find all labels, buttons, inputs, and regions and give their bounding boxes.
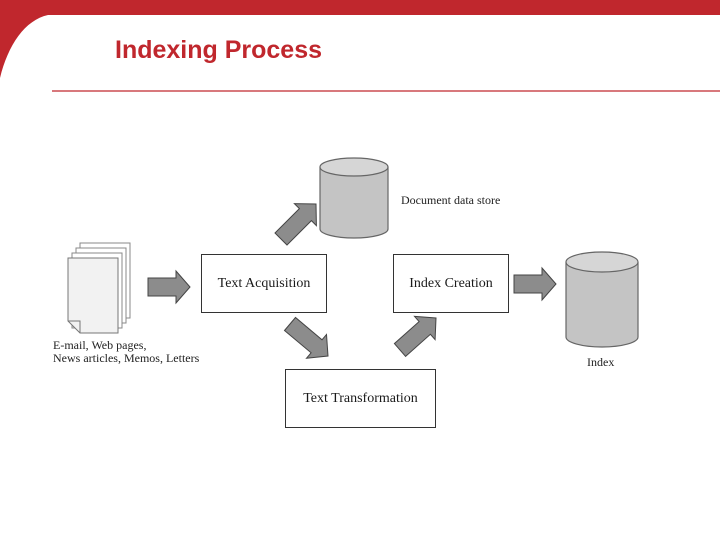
index-cylinder-icon [565, 251, 639, 348]
index-creation-box: Index Creation [393, 254, 509, 313]
document-store-cylinder-icon [319, 157, 389, 239]
text-acquisition-box: Text Acquisition [201, 254, 327, 313]
arrow-acquisition-to-transformation [283, 316, 329, 359]
document-store-label: Document data store [401, 193, 501, 207]
arrows-group [147, 203, 557, 359]
arrow-sources-to-acquisition [147, 269, 191, 305]
page-title: Indexing Process [115, 36, 323, 64]
arrow-creation-to-index [513, 266, 557, 302]
header-swoosh [0, 0, 720, 78]
index-label: Index [587, 355, 615, 369]
sources-label-line2: News articles, Memos, Letters [53, 351, 200, 365]
arrow-transformation-to-creation [393, 315, 437, 358]
arrow-acquisition-to-store [274, 203, 317, 246]
sources-label-line1: E-mail, Web pages, [53, 338, 147, 352]
document-stack-icon [67, 242, 131, 334]
text-transformation-box: Text Transformation [285, 369, 436, 428]
